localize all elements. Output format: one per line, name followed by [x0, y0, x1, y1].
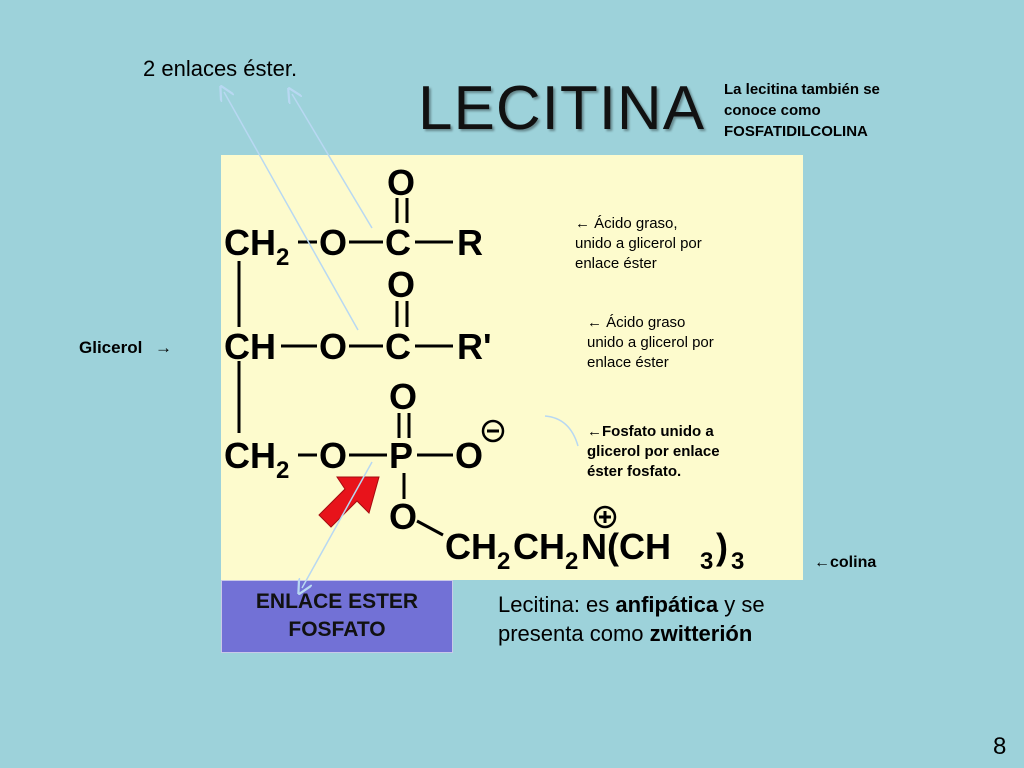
arrow-right-icon: →: [155, 338, 173, 357]
row2-o: O: [319, 326, 347, 367]
ester-bonds-label: 2 enlaces éster.: [143, 56, 298, 81]
also-known-line1: La lecitina también se: [724, 81, 880, 98]
note-fatty2-line1: ← Ácido graso: [587, 314, 686, 331]
summary-p2: y se: [718, 592, 765, 617]
note-phosphate-line3: éster fosfato.: [587, 463, 682, 480]
row2-c: C: [385, 326, 411, 367]
row4-close: ): [716, 526, 728, 567]
row1-double-o: O: [387, 162, 415, 203]
choline-label: ←colina: [814, 554, 877, 571]
row1-ch: CH: [224, 222, 276, 263]
note-fatty1-line2: unido a glicerol por: [575, 235, 702, 252]
also-known-line3: FOSFATIDILCOLINA: [724, 123, 868, 140]
summary-line1: Lecitina: es anfipática y se: [498, 590, 765, 619]
note-fatty-acid-1: ← Ácido graso, unido a glicerol por enla…: [575, 214, 702, 274]
row1-o: O: [319, 222, 347, 263]
enlace-ester-fosfato-box: ENLACE ESTER FOSFATO: [221, 580, 453, 653]
summary-anfipatica: anfipática: [615, 592, 719, 617]
summary-line2: presenta como zwitterión: [498, 619, 765, 648]
row2-r-prime: R': [457, 326, 492, 367]
lecithin-structural-formula: CH 2 O C R O CH O C R' O CH 2 O P O O O …: [224, 162, 744, 575]
row3-o-minus: O: [455, 435, 483, 476]
row3-sub: 2: [276, 457, 289, 484]
enlace-box-line2: FOSFATO: [288, 618, 386, 641]
summary-zwitterion: zwitterión: [649, 621, 753, 646]
note-phosphate-line1: ←Fosfato unido a: [587, 423, 714, 440]
note-fatty2-line2: unido a glicerol por: [587, 334, 714, 351]
row4-o: O: [389, 496, 417, 537]
row4-n-group: N(CH: [581, 526, 671, 567]
positive-charge-icon: [593, 505, 617, 529]
row4-sub-d: 3: [731, 548, 744, 575]
summary-p1: Lecitina: es: [498, 592, 616, 617]
glycerol-label: Glicerol →: [79, 338, 172, 358]
row4-ch2b: CH: [513, 526, 565, 567]
note-fatty1-line3: enlace éster: [575, 255, 657, 272]
negative-charge-icon: [481, 419, 505, 443]
also-known-line2: conoce como: [724, 102, 821, 119]
highlight-arrow-icon: [318, 476, 380, 528]
summary-p3: presenta como: [498, 621, 650, 646]
row2-double-o: O: [387, 264, 415, 305]
row1-sub: 2: [276, 244, 289, 271]
row3-p: P: [389, 435, 413, 476]
page-number: 8: [993, 733, 1007, 760]
summary-text: Lecitina: es anfipática y se presenta co…: [498, 590, 765, 648]
row3-o: O: [319, 435, 347, 476]
note-fatty1-line1: ← Ácido graso,: [575, 215, 678, 232]
note-fatty2-line3: enlace éster: [587, 354, 669, 371]
also-known-note: La lecitina también se conoce como FOSFA…: [724, 79, 880, 142]
row4-sub-b: 2: [565, 548, 578, 575]
row4-sub-c: 3: [700, 548, 713, 575]
row4-ch2a: CH: [445, 526, 497, 567]
row1-r: R: [457, 222, 483, 263]
row3-ch: CH: [224, 435, 276, 476]
row4-sub-a: 2: [497, 548, 510, 575]
row1-c: C: [385, 222, 411, 263]
note-fatty-acid-2: ← Ácido graso unido a glicerol por enlac…: [587, 313, 714, 373]
page-title: LECITINA: [418, 74, 706, 143]
note-phosphate: ←Fosfato unido a glicerol por enlace ést…: [587, 422, 720, 482]
glycerol-text: Glicerol: [79, 338, 143, 357]
row3-double-o: O: [389, 376, 417, 417]
row2-ch: CH: [224, 326, 276, 367]
enlace-box-line1: ENLACE ESTER: [255, 590, 419, 613]
note-phosphate-line2: glicerol por enlace: [587, 443, 720, 460]
